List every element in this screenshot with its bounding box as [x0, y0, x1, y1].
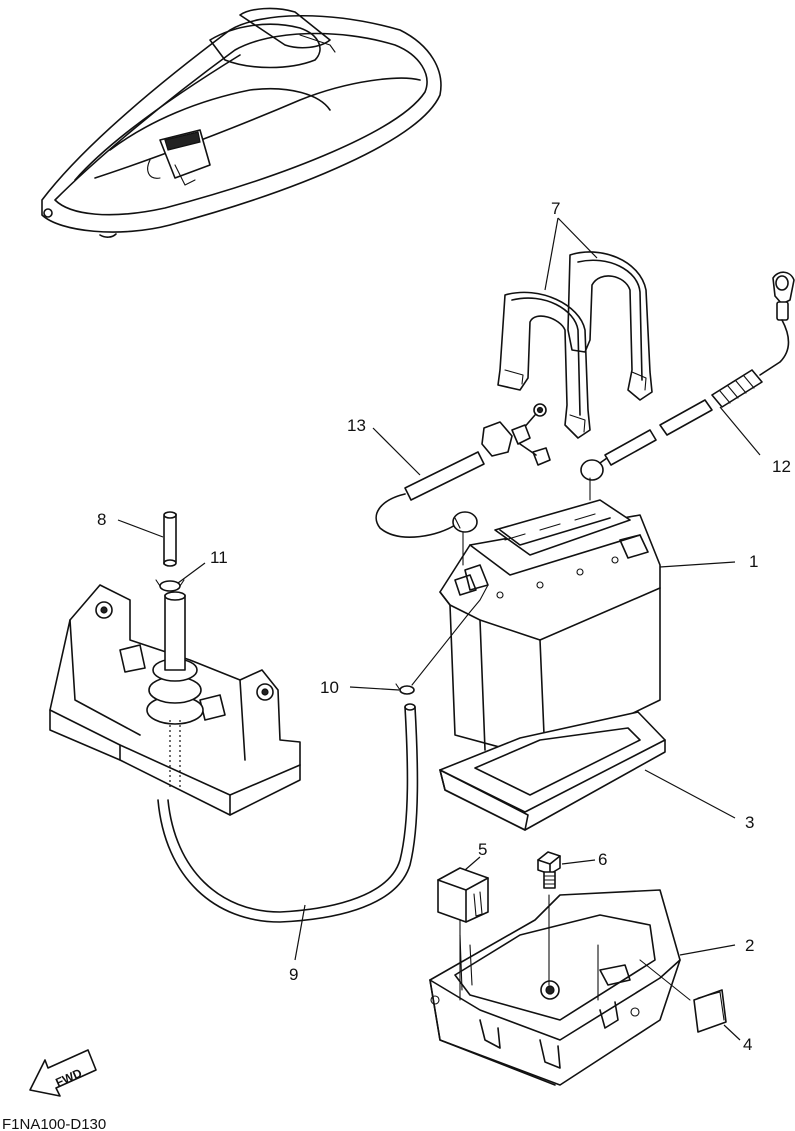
battery — [411, 477, 661, 759]
battery-pad — [439, 711, 666, 831]
battery-strap-pair — [497, 251, 653, 439]
part-label-7: 7 — [551, 199, 560, 218]
vent-pipe — [163, 511, 177, 567]
bolt — [537, 851, 561, 889]
hose-clamp — [155, 579, 185, 592]
part-label-4: 4 — [743, 1035, 752, 1054]
small-clamp — [395, 683, 415, 695]
breather-hose — [157, 703, 419, 923]
part-label-2: 2 — [745, 936, 754, 955]
part-label-8: 8 — [97, 510, 106, 529]
diagram-code: F1NA100-D130 — [2, 1116, 106, 1131]
part-label-13: 13 — [347, 416, 366, 435]
part-label-9: 9 — [289, 965, 298, 984]
vent-base — [49, 584, 301, 816]
assembly-lines — [459, 894, 691, 1001]
battery-box — [429, 889, 681, 1086]
part-label-10: 10 — [320, 678, 339, 697]
part-label-1: 1 — [749, 552, 758, 571]
part-label-5: 5 — [478, 840, 487, 859]
pad — [693, 989, 727, 1033]
part-label-3: 3 — [745, 813, 754, 832]
positive-battery-cable — [580, 271, 795, 481]
forward-arrow-icon: FWD — [29, 1049, 97, 1097]
leader-lines — [117, 217, 761, 1041]
part-label-6: 6 — [598, 850, 607, 869]
part-number-labels: 1 2 3 4 5 6 7 8 9 10 11 12 13 — [97, 199, 791, 1054]
watercraft-overview — [41, 7, 442, 238]
negative-battery-cable — [375, 403, 551, 538]
part-label-11: 11 — [210, 548, 228, 567]
damper — [437, 867, 489, 923]
part-label-12: 12 — [772, 457, 791, 476]
